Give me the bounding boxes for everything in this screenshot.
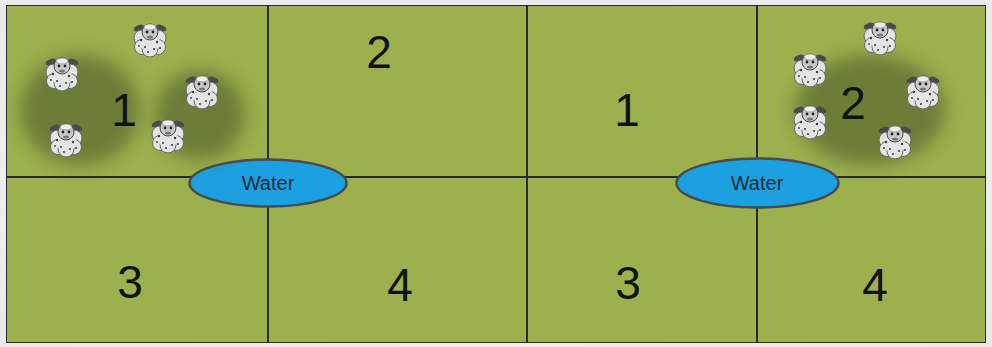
paddock-box: 1 (6, 5, 268, 177)
water-trough: Water (675, 157, 840, 209)
paddock-box: 2 (268, 5, 527, 177)
paddock-number: 2 (840, 80, 866, 126)
paddock-number: 2 (366, 29, 392, 75)
paddock-box: 2 (757, 5, 986, 177)
paddock-box: 1 (527, 5, 757, 177)
paddock-number: 1 (614, 87, 640, 133)
paddock-number: 3 (615, 260, 641, 306)
paddock-number: 4 (387, 262, 413, 308)
paddock-number: 3 (117, 259, 143, 305)
water-trough: Water (188, 158, 348, 208)
water-label: Water (242, 172, 295, 194)
sheep-flock-left (45, 23, 219, 157)
water-label: Water (731, 172, 784, 194)
sheep-shadow (20, 55, 945, 165)
sheep-flock-right (793, 21, 940, 159)
paddock-number: 4 (862, 262, 888, 308)
paddock-number: 1 (111, 87, 137, 133)
